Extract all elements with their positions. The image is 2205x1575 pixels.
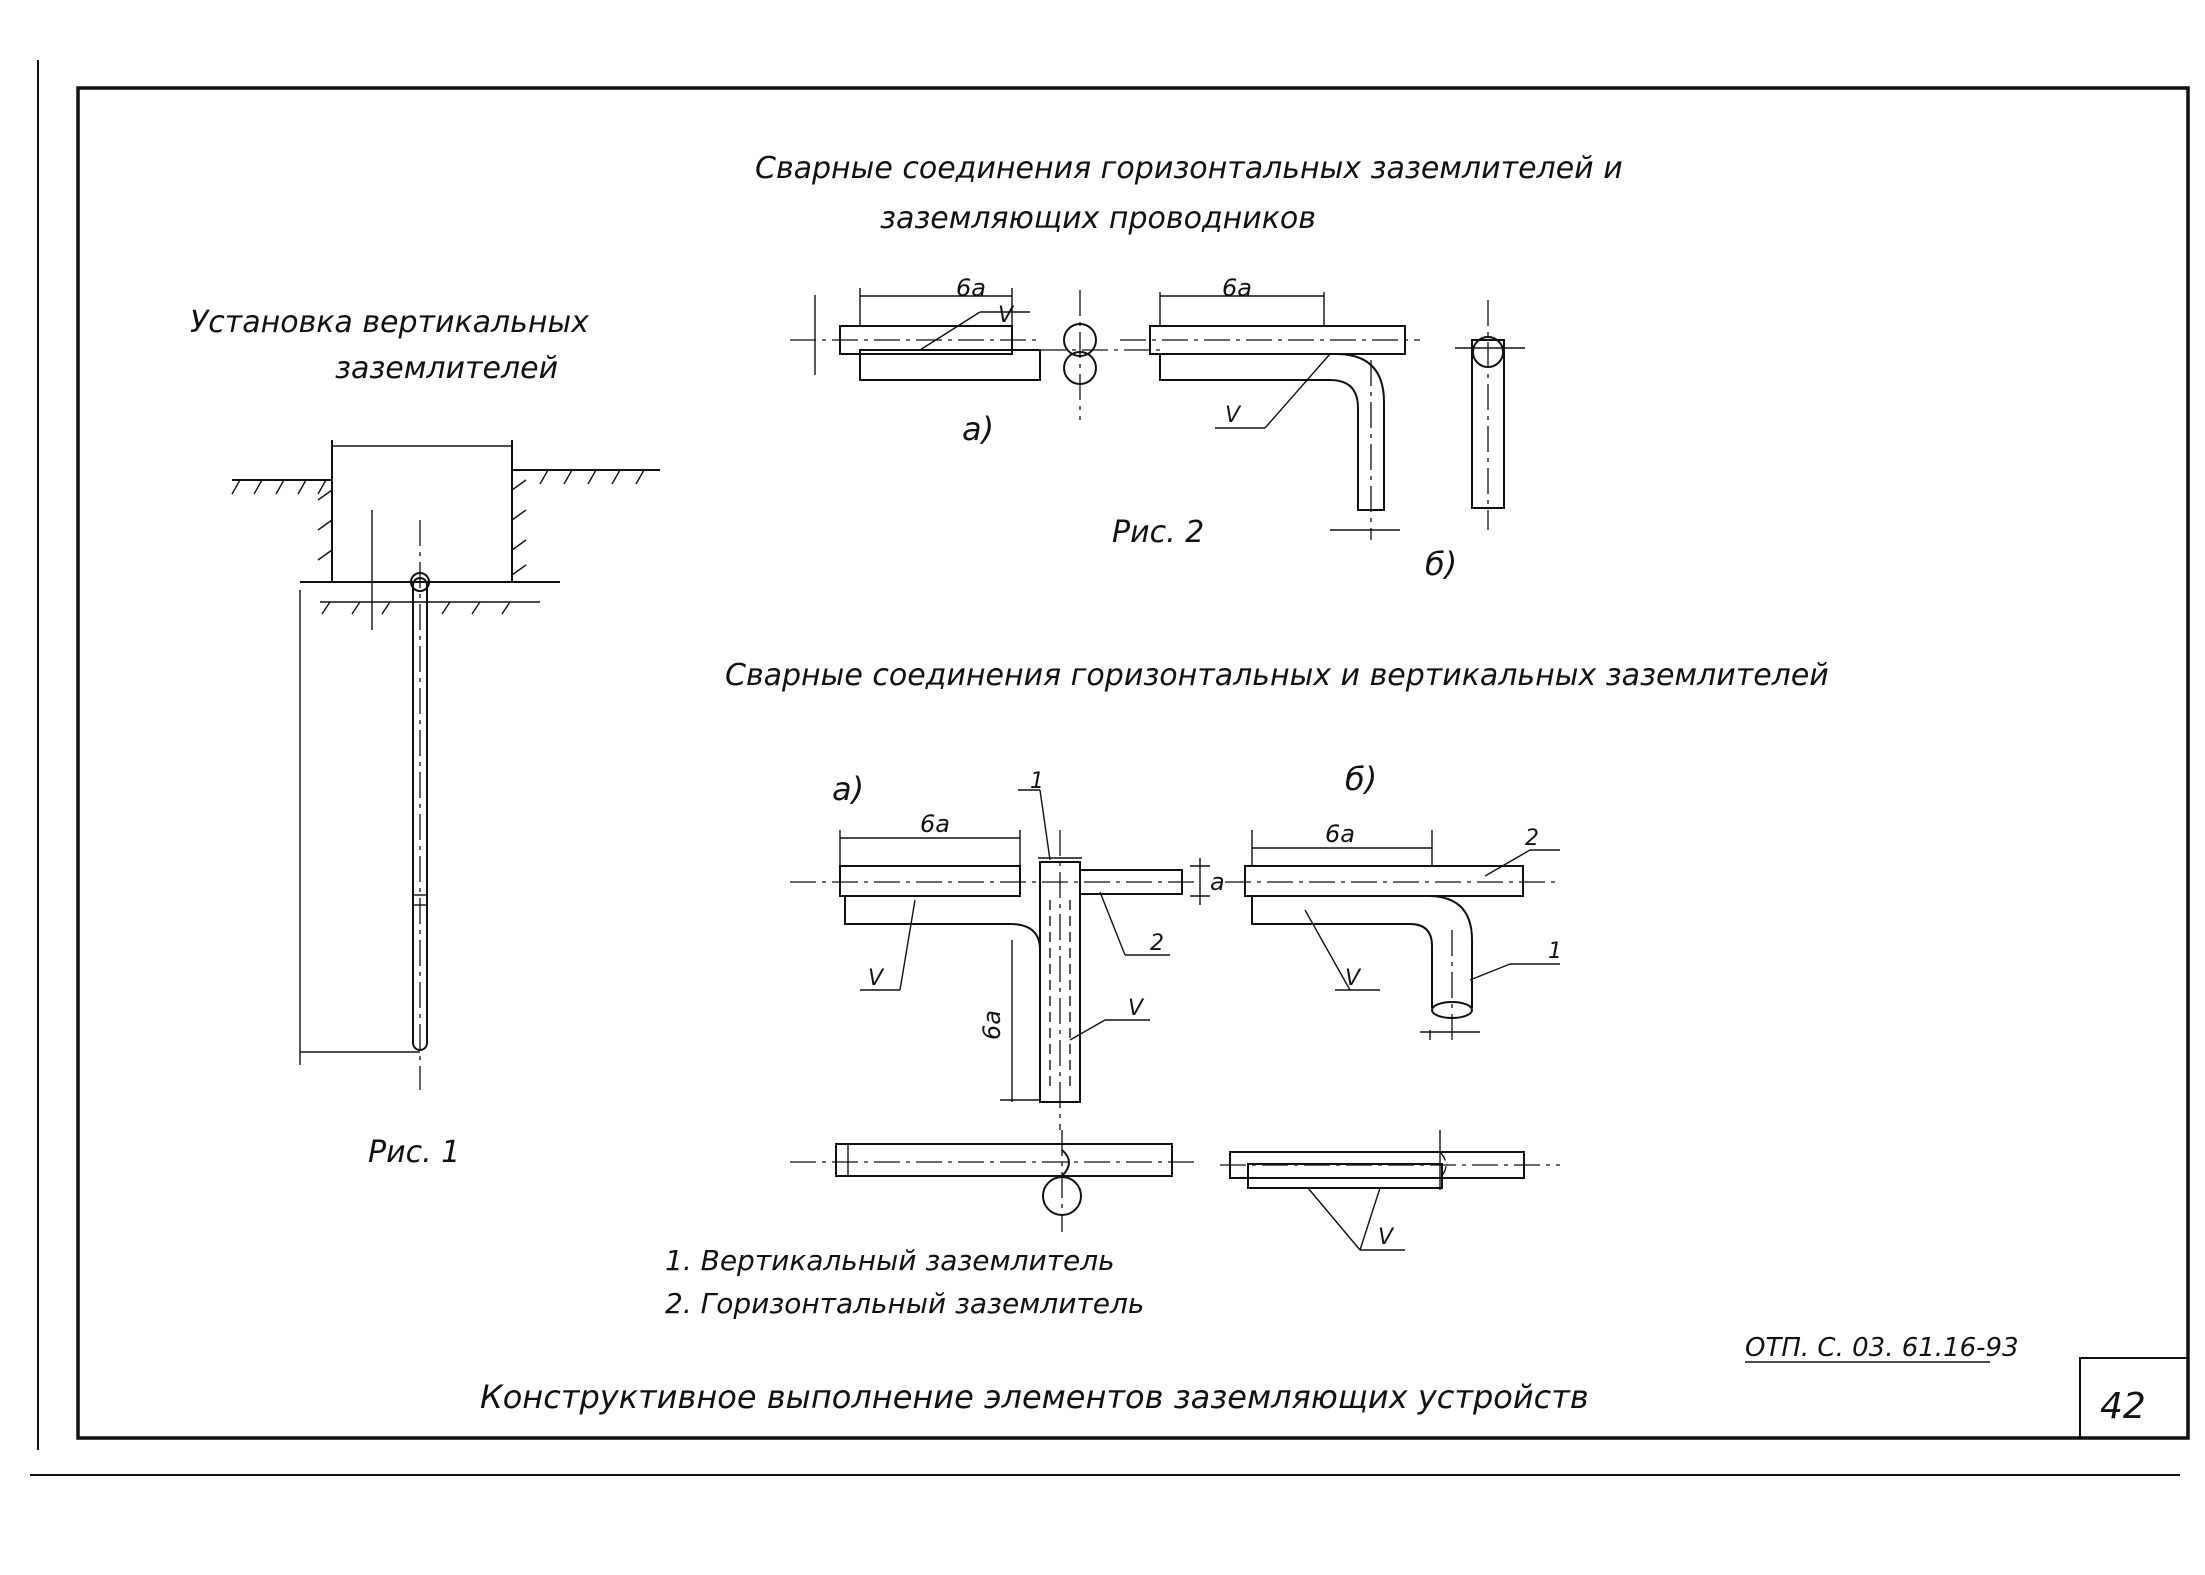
title-horizontal-joints-1: Сварные соединения горизонтальных заземл…: [755, 151, 1623, 186]
hv-b-dim-6a: 6а: [1325, 820, 1355, 848]
figure-2b-conductor-joint: [1120, 292, 1525, 540]
sheet-number-cell: [2079, 1357, 2189, 1439]
sheet-number: 42: [2100, 1386, 2146, 1427]
figure-1-vertical-installation: [231, 440, 660, 1090]
main-title: Конструктивное выполнение элементов зазе…: [480, 1378, 1589, 1416]
hv-variant-b: б): [1345, 760, 1377, 798]
fig2b-weld-v: V: [1225, 403, 1242, 428]
fig2a-weld-v: V: [998, 303, 1015, 328]
title-hv-joints: Сварные соединения горизонтальных и верт…: [725, 658, 1829, 693]
title-vertical-install-1: Установка вертикальных: [190, 305, 589, 340]
hv-a-dim-6a: 6а: [920, 810, 950, 838]
hv-b-callout-1: 1: [1548, 939, 1562, 964]
document-code: ОТП. С. 03. 61.16-93: [1745, 1333, 2019, 1363]
figure-2-caption: Рис. 2: [1112, 515, 1204, 550]
figure-hv-a-joint: [790, 789, 1210, 1232]
hv-b-weld-v-bottom: V: [1378, 1225, 1395, 1250]
fig2-variant-a: а): [962, 410, 994, 448]
hv-a-callout-2: 2: [1150, 931, 1164, 956]
fig2b-dim-6a: 6а: [1222, 274, 1252, 302]
hv-b-weld-v-top: V: [1345, 966, 1362, 991]
hv-a-dim-a: а: [1210, 868, 1225, 896]
title-vertical-install-2: заземлителей: [335, 351, 558, 386]
hv-b-callout-2: 2: [1525, 826, 1539, 851]
figure-hv-b-joint: [1220, 830, 1560, 1251]
title-horizontal-joints-2: заземляющих проводников: [880, 201, 1316, 236]
hv-variant-a: а): [832, 770, 864, 808]
figure-1-caption: Рис. 1: [368, 1135, 460, 1170]
hv-a-dim-6a-vertical: 6а: [978, 1010, 1006, 1040]
fig2-variant-b: б): [1425, 545, 1457, 583]
fig2a-dim-6a: 6а: [956, 274, 986, 302]
drawing-frame: [76, 86, 2190, 1440]
figure-2a-strip-joint: [790, 288, 1160, 420]
hv-a-weld-v-left: V: [868, 966, 885, 991]
legend-item-1: 1. Вертикальный заземлитель: [665, 1244, 1115, 1277]
legend-item-2: 2. Горизонтальный заземлитель: [665, 1287, 1144, 1320]
hv-a-weld-v-right: V: [1128, 996, 1145, 1021]
hv-a-callout-1: 1: [1030, 769, 1044, 794]
